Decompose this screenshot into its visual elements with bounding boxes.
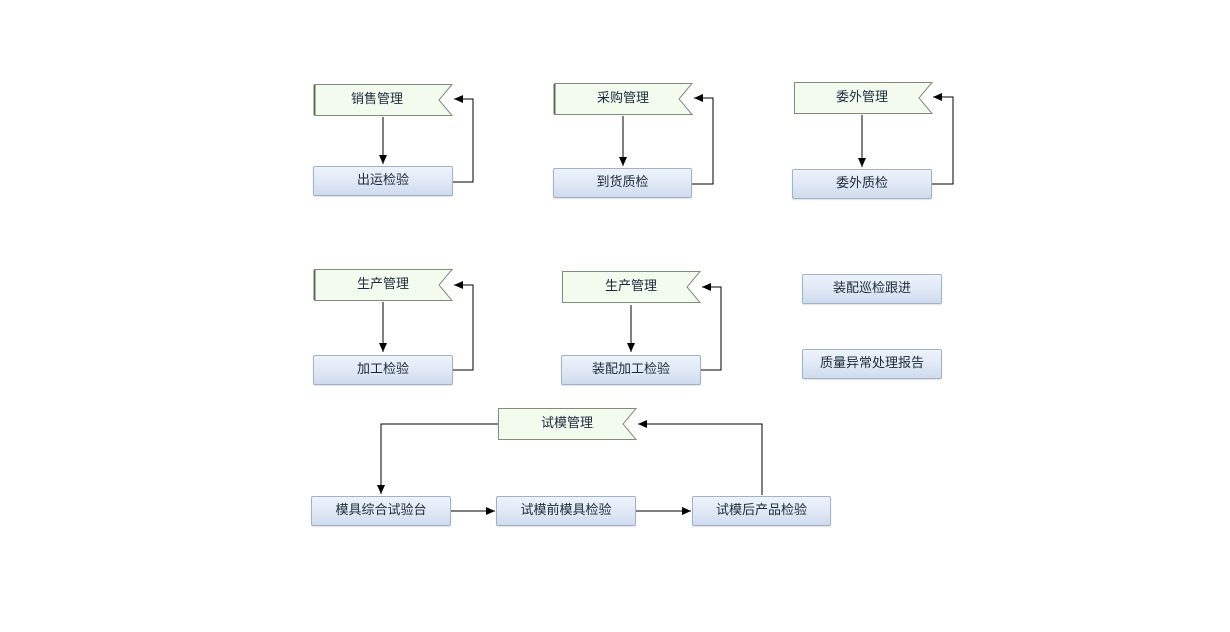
arrow-trial-manage-to-bench: [377, 423, 498, 494]
mold-test-bench-node[interactable]: 模具综合试验台: [311, 496, 451, 526]
sales-management-node[interactable]: 销售管理: [313, 83, 454, 117]
arrow-outsource-check-to-manage: [932, 93, 954, 185]
arrow-postcheck-to-trial-manage: [638, 420, 763, 495]
outsource-management-label: 委外管理: [835, 90, 888, 105]
flag-shape: [313, 84, 454, 116]
assembly-processing-inspection-node[interactable]: 装配加工检验: [561, 355, 701, 385]
purchase-management-label: 采购管理: [596, 91, 649, 106]
sales-management-label: 销售管理: [350, 92, 403, 107]
arrow-purchase-check-to-manage: [692, 94, 714, 185]
processing-inspection-node[interactable]: 加工检验: [313, 355, 453, 385]
purchase-management-node[interactable]: 采购管理: [553, 82, 694, 116]
assembly-production-management-label: 生产管理: [604, 279, 657, 294]
flag-shape: [313, 269, 454, 301]
arrow-assembly-check-to-manage: [701, 283, 722, 371]
pre-trial-mold-inspection-node[interactable]: 试模前模具检验: [496, 496, 636, 526]
trial-mold-management-label: 试模管理: [540, 416, 593, 431]
post-trial-product-inspection-node[interactable]: 试模后产品检验: [692, 496, 831, 526]
quality-abnormal-report-node[interactable]: 质量异常处理报告: [802, 349, 942, 379]
arrival-inspection-node[interactable]: 到货质检: [553, 168, 692, 198]
flag-shape: [498, 408, 638, 440]
shipment-inspection-node[interactable]: 出运检验: [313, 166, 453, 196]
assembly-patrol-followup-node[interactable]: 装配巡检跟进: [802, 274, 942, 304]
arrow-production-check-to-manage: [453, 281, 474, 371]
trial-mold-management-node[interactable]: 试模管理: [497, 407, 638, 441]
production-management-label: 生产管理: [356, 277, 409, 292]
assembly-production-management-node[interactable]: 生产管理: [561, 270, 702, 304]
outsource-inspection-node[interactable]: 委外质检: [792, 169, 932, 199]
arrow-sales-check-to-manage: [453, 95, 474, 183]
flag-shape: [794, 82, 934, 114]
flag-shape: [562, 271, 702, 303]
outsource-management-node[interactable]: 委外管理: [793, 81, 934, 115]
flag-shape: [553, 83, 694, 115]
production-management-node[interactable]: 生产管理: [313, 268, 454, 302]
